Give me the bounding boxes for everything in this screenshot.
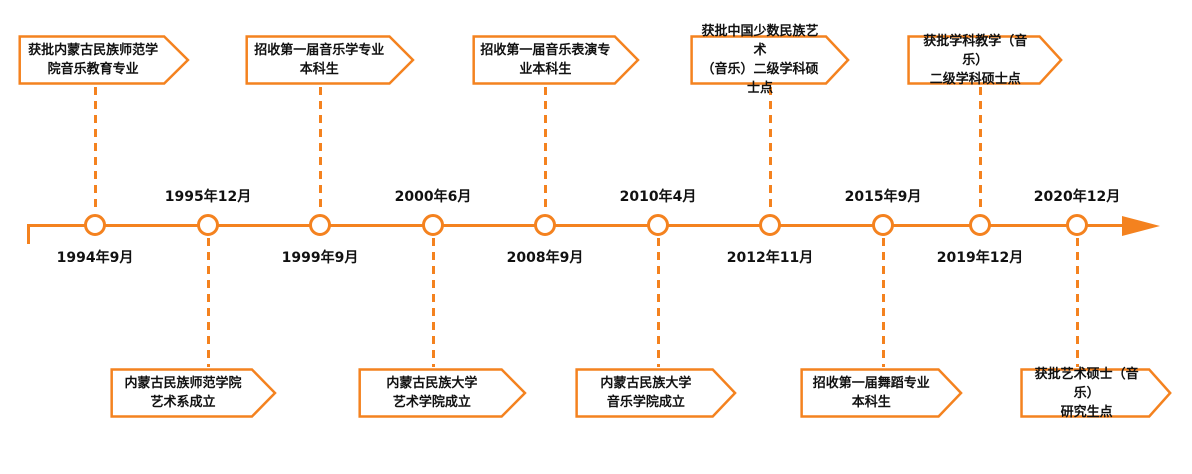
date-label-7: 2012年11月 — [726, 250, 814, 266]
event-box-shape — [800, 368, 963, 418]
date-label-9: 2019年12月 — [936, 250, 1024, 266]
date-label-10: 2020年12月 — [1033, 189, 1121, 205]
event-box-shape — [1020, 368, 1172, 418]
event-label-line2: 本科生 — [851, 395, 891, 410]
event-label: 获批艺术硕士（音乐） 研究生点 — [1020, 366, 1149, 420]
event-label-line1: 获批艺术硕士（音乐） — [1034, 366, 1139, 401]
event-box-shape — [245, 35, 415, 85]
event-box-1: 获批内蒙古民族师范学院音乐教育专业 — [18, 35, 190, 85]
timeline-node-9 — [969, 214, 991, 236]
event-box-8: 招收第一届舞蹈专业本科生 — [800, 368, 963, 418]
connector-event-4 — [432, 238, 435, 367]
timeline-start-tick — [27, 224, 30, 244]
event-box-shape — [110, 368, 277, 418]
date-label-8: 2015年9月 — [844, 189, 922, 205]
date-label-2: 1995年12月 — [164, 189, 252, 205]
event-box-3: 招收第一届音乐学专业本科生 — [245, 35, 415, 85]
event-label: 内蒙古民族师范学院艺术系成立 — [110, 368, 252, 418]
date-label-1: 1994年9月 — [56, 250, 134, 266]
event-box-5: 招收第一届音乐表演专业本科生 — [472, 35, 640, 85]
event-label-line1: 招收第一届舞蹈专业 — [812, 376, 930, 391]
timeline-node-10 — [1066, 214, 1088, 236]
event-label: 获批中国少数民族艺术 （音乐）二级学科硕士点 — [690, 24, 826, 96]
connector-event-3 — [319, 87, 322, 212]
connector-event-5 — [544, 87, 547, 212]
event-label-line2: （音乐）二级学科硕士点 — [701, 62, 819, 96]
date-label-6: 2010年4月 — [619, 189, 697, 205]
event-box-shape — [358, 368, 527, 418]
event-box-4: 内蒙古民族大学艺术学院成立 — [358, 368, 527, 418]
event-label-line2: 本科生 — [299, 62, 339, 77]
event-label-line1: 招收第一届音乐表演专 — [480, 43, 611, 58]
timeline-node-8 — [872, 214, 894, 236]
event-box-shape — [575, 368, 737, 418]
timeline-node-4 — [422, 214, 444, 236]
event-label: 招收第一届音乐学专业本科生 — [245, 35, 390, 85]
event-label: 招收第一届音乐表演专业本科生 — [472, 35, 615, 85]
event-label: 获批学科教学（音乐） 二级学科硕士点 — [907, 33, 1040, 87]
event-label-line1: 内蒙古民族师范学院 — [124, 376, 242, 391]
timeline-node-1 — [84, 214, 106, 236]
event-label-line1: 招收第一届音乐学专业 — [254, 43, 385, 58]
event-box-7: 获批中国少数民族艺术 （音乐）二级学科硕士点 — [690, 24, 850, 96]
event-label: 获批内蒙古民族师范学院音乐教育专业 — [18, 35, 164, 85]
event-label-line2: 院音乐教育专业 — [47, 62, 139, 77]
event-label-line1: 获批内蒙古民族师范学 — [28, 43, 159, 58]
event-label: 内蒙古民族大学音乐学院成立 — [575, 368, 713, 418]
connector-event-1 — [94, 87, 97, 212]
event-label-line2: 艺术学院成立 — [392, 395, 471, 410]
connector-event-2 — [207, 238, 210, 367]
event-label-line2: 艺术系成立 — [150, 395, 216, 410]
date-label-3: 1999年9月 — [281, 250, 359, 266]
event-label-line1: 内蒙古民族大学 — [386, 376, 478, 391]
connector-event-6 — [657, 238, 660, 367]
event-label: 内蒙古民族大学艺术学院成立 — [358, 368, 502, 418]
timeline-node-2 — [197, 214, 219, 236]
timeline-axis-line — [28, 224, 1128, 227]
connector-event-10 — [1076, 238, 1079, 367]
event-label-line2: 研究生点 — [1060, 404, 1113, 420]
event-box-10: 获批艺术硕士（音乐） 研究生点 — [1020, 366, 1172, 420]
event-label-line1: 获批学科教学（音乐） — [923, 33, 1028, 68]
event-box-shape — [18, 35, 190, 85]
connector-event-9 — [979, 87, 982, 212]
event-box-shape — [472, 35, 640, 85]
connector-event-7 — [769, 87, 772, 212]
event-box-6: 内蒙古民族大学音乐学院成立 — [575, 368, 737, 418]
timeline-arrowhead-icon — [1122, 215, 1160, 236]
connector-event-8 — [882, 238, 885, 367]
event-label-line2: 音乐学院成立 — [606, 395, 685, 410]
event-box-shape — [690, 35, 850, 85]
event-box-2: 内蒙古民族师范学院艺术系成立 — [110, 368, 277, 418]
event-box-9: 获批学科教学（音乐） 二级学科硕士点 — [907, 33, 1063, 87]
event-label-line2: 业本科生 — [519, 62, 572, 77]
event-label-line1: 内蒙古民族大学 — [600, 376, 692, 391]
date-label-5: 2008年9月 — [506, 250, 584, 266]
date-label-4: 2000年6月 — [394, 189, 472, 205]
event-label-line1: 获批中国少数民族艺术 — [701, 24, 819, 58]
timeline-node-6 — [647, 214, 669, 236]
event-label-line2: 二级学科硕士点 — [929, 71, 1021, 87]
timeline-node-5 — [534, 214, 556, 236]
event-label: 招收第一届舞蹈专业本科生 — [800, 368, 939, 418]
event-box-shape — [907, 35, 1063, 85]
timeline-node-3 — [309, 214, 331, 236]
timeline-node-7 — [759, 214, 781, 236]
